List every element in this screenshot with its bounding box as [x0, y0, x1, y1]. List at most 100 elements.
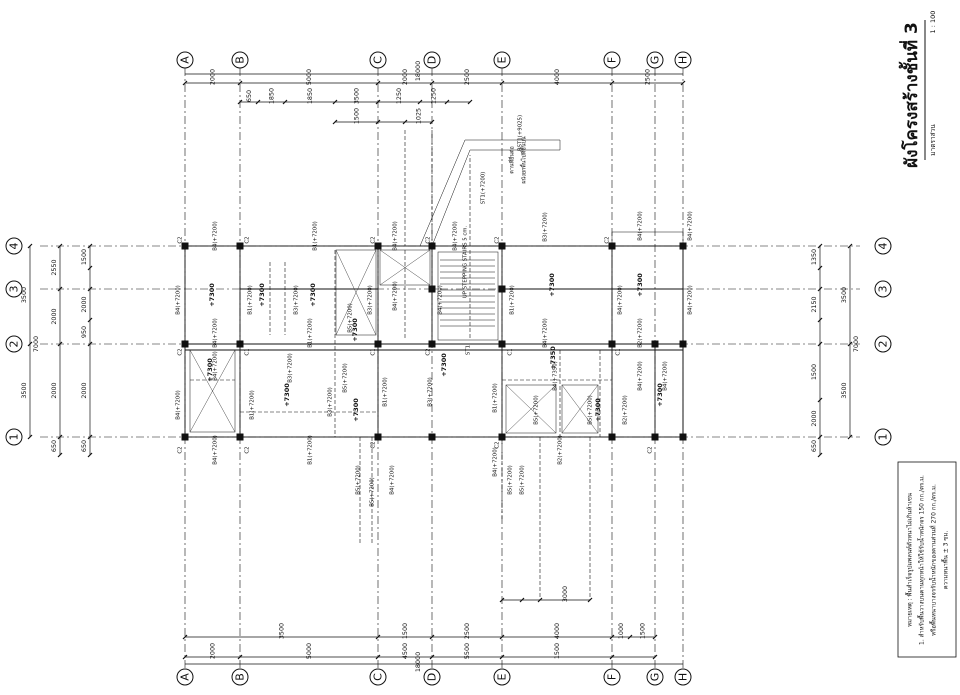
grid-bubble-bottom-D: D: [423, 668, 441, 686]
dim-tick: [375, 99, 381, 105]
grid-bubble-top-C: C: [369, 51, 387, 69]
top-dim-1-text: 2500: [644, 69, 652, 85]
dim-tick: [627, 634, 633, 640]
dim-tick: [609, 634, 615, 640]
column-label: C2: [605, 236, 611, 243]
dim-tick: [87, 317, 93, 323]
bottom-dim-2-text: 1000: [617, 623, 625, 639]
dim-tick: [429, 119, 435, 125]
grid-bubble-label: F: [606, 674, 619, 680]
beam-label: B2(+7200): [558, 435, 564, 465]
stair: [437, 251, 499, 341]
dim-tick: [652, 634, 658, 640]
column: [374, 340, 382, 348]
dim-tick: [87, 434, 93, 440]
framing-plan: [181, 130, 687, 600]
left-total-text: 7000: [32, 336, 40, 352]
slab-level-mark: +7300: [208, 283, 216, 307]
column: [428, 242, 436, 250]
column-label: C2: [245, 446, 251, 453]
right-dim-inner-text: 2000: [810, 410, 818, 426]
top-right-strip: [611, 231, 684, 247]
dim-tick: [817, 243, 823, 249]
grid-bubble-label: G: [649, 56, 662, 65]
top-dim-1-text: 2000: [401, 69, 409, 85]
column: [236, 340, 244, 348]
column-label: C2: [371, 236, 377, 243]
dim-tick: [429, 80, 435, 86]
scale-label: มาตราส่วน: [929, 124, 937, 156]
beam-label: B4(+7200): [390, 465, 396, 495]
column: [498, 285, 506, 293]
opening-diagonal: [561, 384, 599, 434]
dim-tick: [467, 99, 473, 105]
slab-level-mark: +7300: [258, 283, 266, 307]
beam-label: B4(+7200): [543, 318, 549, 348]
beam-label: B1(+7200): [308, 318, 314, 348]
dim-tick: [375, 654, 381, 660]
beam-label: B5(+7200): [588, 395, 594, 425]
dim-tick: [87, 341, 93, 347]
left-dim-mid-text: 650: [50, 440, 58, 452]
roof-note: ผนังยกพื้นไปที่ชั้นบน: [520, 136, 528, 184]
beam-label: B5(+7200): [348, 303, 354, 333]
bottom-total-text: 18000: [414, 652, 422, 672]
dim-tick: [609, 80, 615, 86]
beam-label: B4(+7200): [213, 435, 219, 465]
bottom-dim-1-text: 2000: [209, 643, 217, 659]
slab-level-mark: +7300: [351, 318, 359, 342]
dim-tick: [375, 119, 381, 125]
grid-bubble-bottom-F: F: [603, 668, 621, 686]
column-label: C2: [648, 446, 654, 453]
beam-label: B4(+7200): [688, 285, 694, 315]
column: [608, 433, 616, 441]
grid-bubble-top-E: E: [493, 51, 511, 69]
right-dim-inner-text: 2150: [810, 296, 818, 312]
grid-bubble-label: 2: [8, 341, 21, 348]
dim-tick: [680, 80, 686, 86]
dim-tick: [332, 99, 338, 105]
top-dim-1-text: 5000: [305, 69, 313, 85]
beam-label: B5(+7200): [520, 465, 526, 495]
left-dim-inner-text: 950: [80, 326, 88, 338]
top-total-text: 18000: [414, 61, 422, 81]
bottom-dim-1-text: 5500: [463, 643, 471, 659]
dim-tick: [817, 452, 823, 458]
dim-tick: [87, 286, 93, 292]
dim-tick: [817, 286, 823, 292]
beam-label: B5(+7200): [508, 465, 514, 495]
column: [651, 340, 659, 348]
bottom-dim-1-text: 4500: [401, 643, 409, 659]
column: [679, 242, 687, 250]
dim-tick: [444, 99, 450, 105]
right-dim-outer-text: 3500: [840, 287, 848, 303]
grid-bubble-top-H: H: [674, 51, 692, 69]
bottom-dim-1-text: 1500: [553, 643, 561, 659]
note-line3: หรือพื้นหนาบางจรรับน้ำหนักของคานส่วนที่ …: [928, 484, 938, 636]
column: [608, 340, 616, 348]
dim-tick: [499, 634, 505, 640]
grid-bubble-bottom-G: G: [646, 668, 664, 686]
opening-diagonal: [189, 349, 236, 433]
dim-tick: [847, 434, 853, 440]
beam-label: B2(+7200): [623, 395, 629, 425]
beam-label: B1(+7200): [510, 285, 516, 315]
grid-bubble-top-B: B: [231, 51, 249, 69]
left-dim-outer-text: 3500: [20, 382, 28, 398]
slab-level-mark: +7300: [352, 398, 360, 422]
stair-label: ST1: [466, 345, 472, 355]
grid-bubble-right-4: 4: [874, 237, 892, 255]
roof-note-2: คานที่ยื่นต่อ: [508, 146, 516, 173]
beam-label: B4(+7200): [213, 221, 219, 251]
dim-tick: [429, 654, 435, 660]
grid-bubble-label: A: [179, 673, 192, 681]
beam-label: B1(+7200): [313, 221, 319, 251]
grid-bubble-label: 2: [877, 341, 890, 348]
dim-tick: [429, 634, 435, 640]
opening-e: [561, 384, 599, 434]
slab-level-mark: +7300: [440, 353, 448, 377]
beam-label: B4(+7200): [638, 211, 644, 241]
right-dim-inner-text: 1350: [810, 249, 818, 265]
opening-diagonal: [505, 384, 557, 434]
